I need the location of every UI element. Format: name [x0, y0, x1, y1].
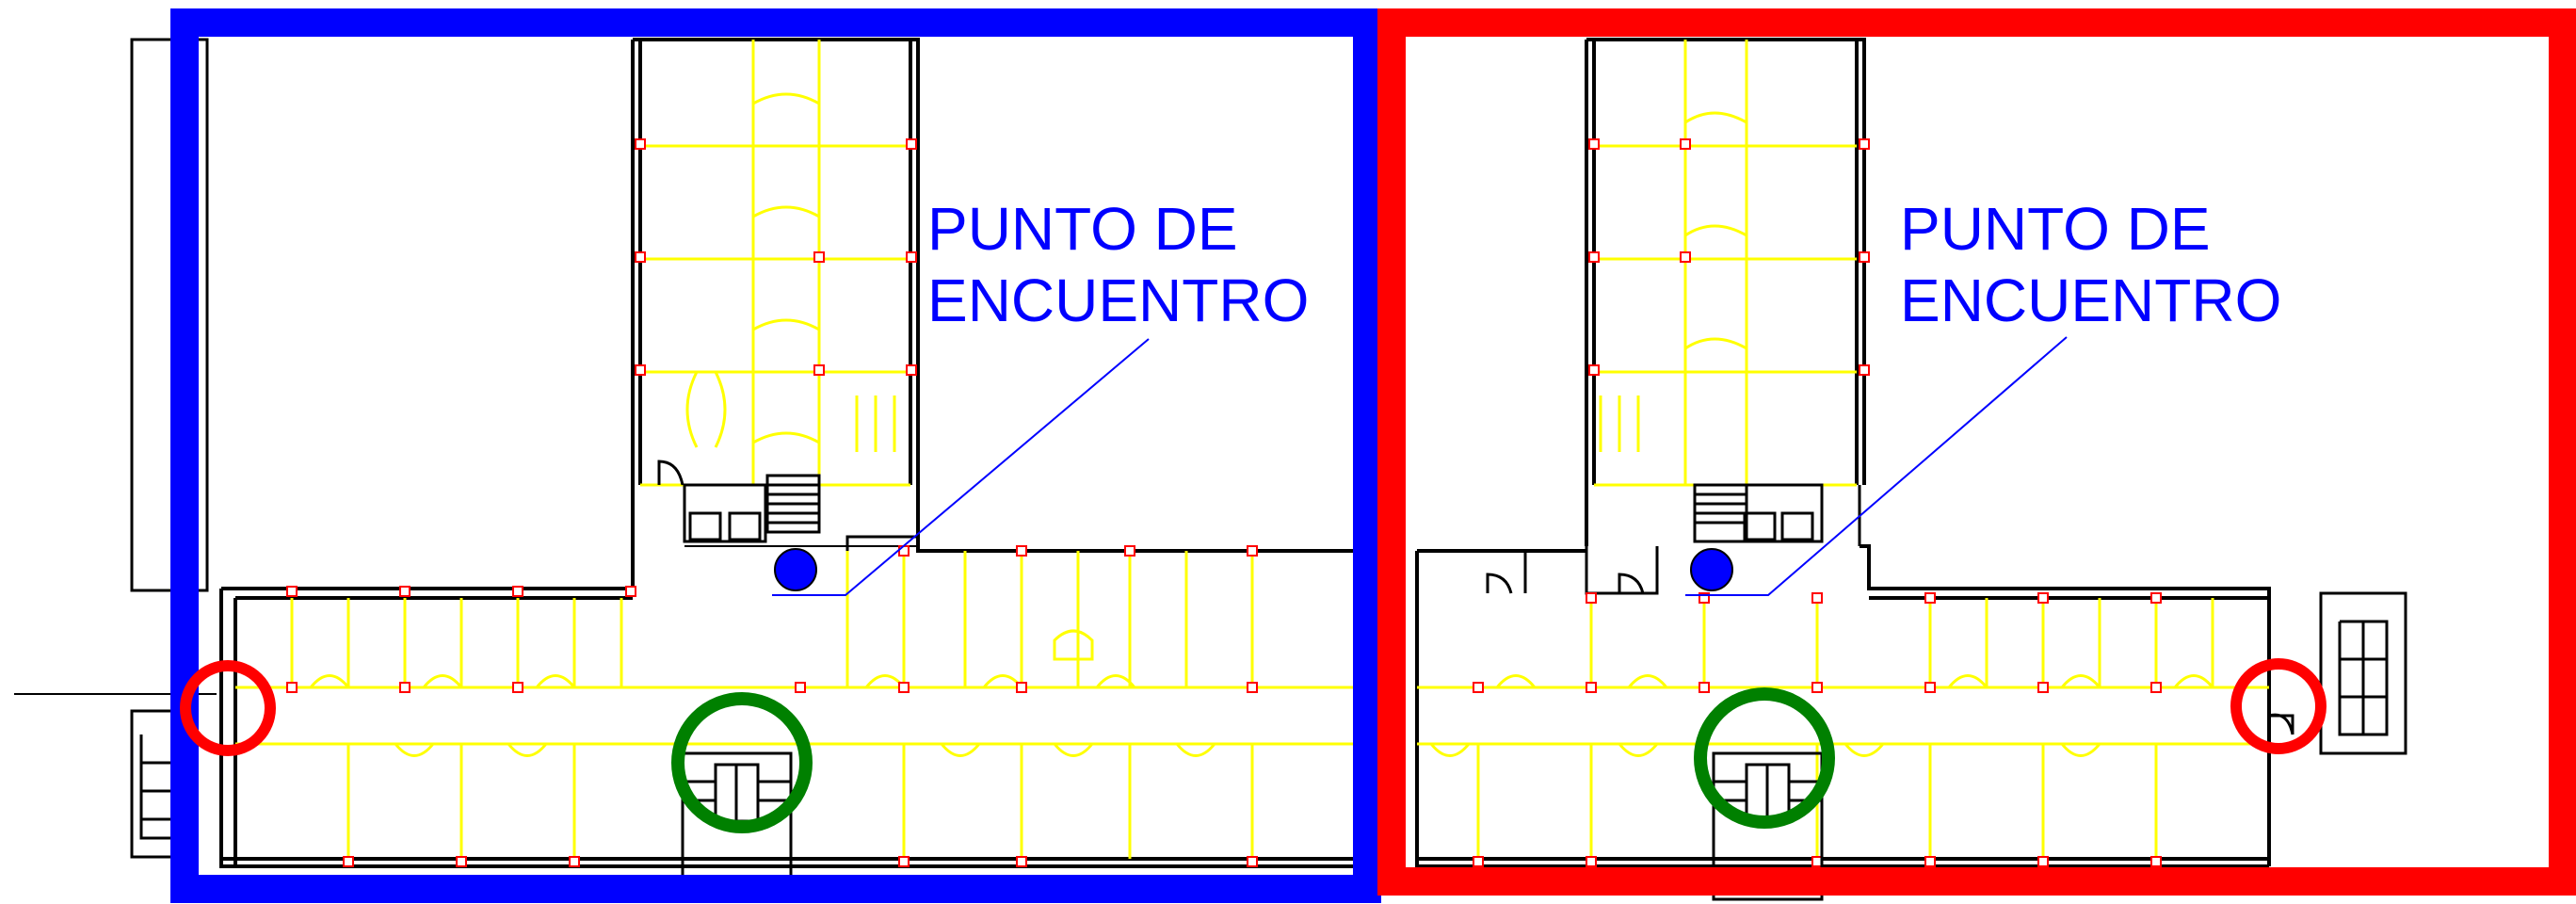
meeting-point-label-line2: ENCUENTRO	[1900, 266, 2282, 334]
service-core	[657, 460, 918, 589]
north-block-columns-right	[1588, 138, 1870, 376]
adjacent-block-outline	[130, 38, 209, 592]
main-wing-walls-right	[1415, 544, 2271, 868]
main-wing-columns-right	[1473, 592, 2162, 867]
north-block-walls	[631, 38, 920, 589]
meeting-point-label-line2: ENCUENTRO	[927, 266, 1310, 334]
red-circle-icon	[180, 660, 276, 756]
meeting-point-label-line1: PUNTO DE	[1900, 195, 2211, 263]
right-evacuation-zone-border	[1377, 8, 2576, 896]
left-evacuation-zone-border	[170, 8, 1381, 903]
main-wing-partitions-right	[1417, 598, 2269, 859]
meeting-point-label-left: PUNTO DE ENCUENTRO	[927, 193, 1309, 336]
main-wing-walls	[219, 545, 1358, 868]
north-block-partitions	[640, 40, 910, 487]
north-block-columns	[635, 138, 917, 376]
meeting-point-label-line1: PUNTO DE	[927, 195, 1238, 263]
service-core-right	[1483, 483, 1861, 595]
blue-dot-icon	[774, 548, 817, 591]
north-block-partitions-right	[1594, 40, 1857, 487]
blue-dot-icon	[1690, 548, 1733, 591]
main-wing-columns	[286, 545, 1258, 867]
red-circle-icon	[2230, 658, 2326, 754]
right-exterior-staircase	[2268, 591, 2407, 755]
meeting-point-leader-line-right	[1685, 336, 2068, 596]
building-wing-right	[1415, 38, 2407, 901]
meeting-point-label-right: PUNTO DE ENCUENTRO	[1900, 193, 2281, 336]
meeting-point-leader-line-left	[772, 338, 1150, 596]
green-circle-icon	[1694, 687, 1835, 829]
green-circle-icon	[671, 692, 813, 833]
